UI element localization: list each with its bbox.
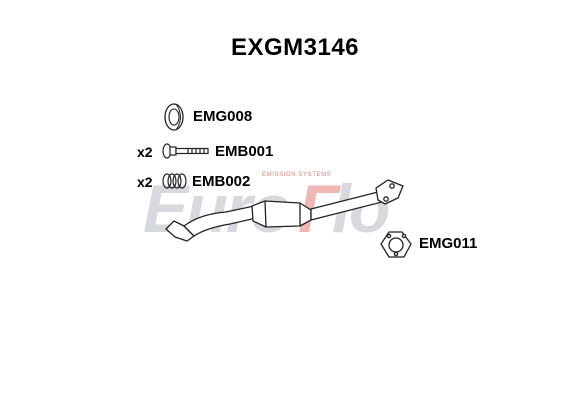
gasket-ring-icon (164, 103, 184, 131)
spring-icon (162, 173, 187, 189)
exhaust-pipe-icon (165, 179, 404, 242)
part-label-emg008: EMG008 (193, 108, 253, 125)
bolt-icon (162, 143, 209, 159)
part-label-emb002: EMB002 (192, 173, 251, 190)
part-qty-emb002: x2 (137, 174, 153, 190)
watermark-tagline: EMISSION SYSTEMS (262, 172, 332, 178)
part-label-emg011: EMG011 (419, 235, 478, 252)
part-label-emb001: EMB001 (215, 143, 274, 160)
page-title: EXGM3146 (230, 34, 360, 61)
flange-gasket-icon (380, 231, 412, 258)
part-qty-emb001: x2 (137, 144, 153, 160)
